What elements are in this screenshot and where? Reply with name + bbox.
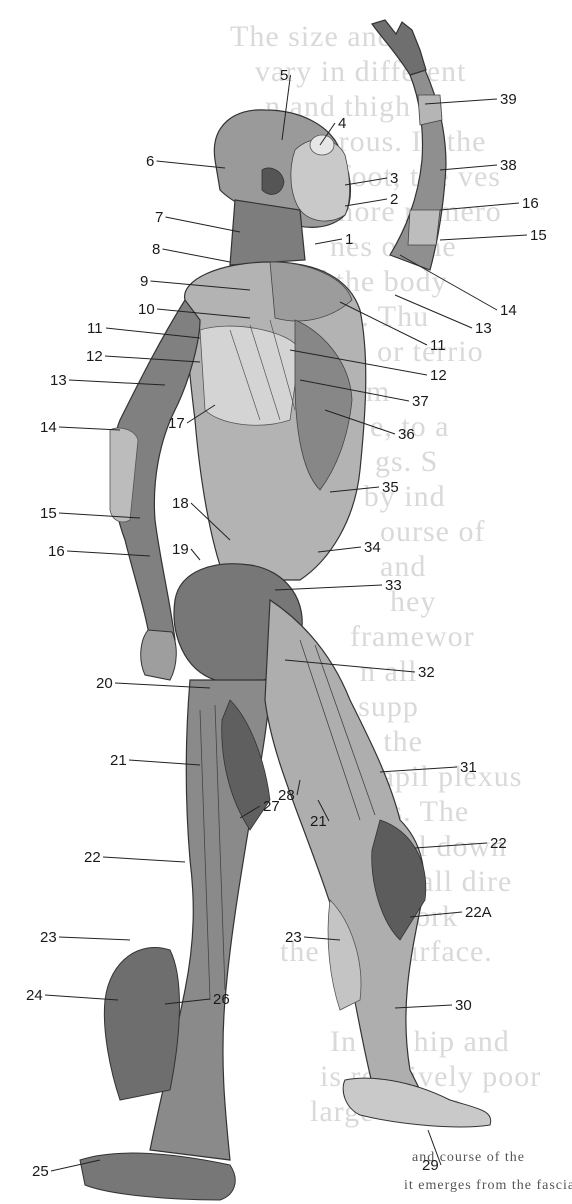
body-silhouette <box>80 20 491 1200</box>
label-14-left: 14 <box>40 419 57 436</box>
label-20: 20 <box>96 675 113 692</box>
label-25: 25 <box>32 1163 49 1180</box>
label-17: 17 <box>168 415 185 432</box>
label-32: 32 <box>418 664 435 681</box>
leader-line <box>345 178 387 185</box>
label-15-right: 15 <box>530 227 547 244</box>
leader-line <box>440 165 497 170</box>
leader-line <box>59 427 120 430</box>
label-22-right: 22 <box>490 835 507 852</box>
label-7: 7 <box>155 209 163 226</box>
label-21-right: 21 <box>310 813 327 830</box>
label-3: 3 <box>390 170 398 187</box>
label-28: 28 <box>278 787 295 804</box>
label-1: 1 <box>345 231 353 248</box>
leader-line <box>163 249 231 262</box>
label-5: 5 <box>280 67 288 84</box>
label-11-left: 11 <box>87 320 103 337</box>
label-16-right: 16 <box>522 195 539 212</box>
label-26: 26 <box>213 991 230 1008</box>
label-8: 8 <box>152 241 160 258</box>
leader-line <box>191 549 200 560</box>
label-12-left: 12 <box>86 348 103 365</box>
label-13-left: 13 <box>50 372 67 389</box>
leader-line <box>400 255 497 310</box>
label-24: 24 <box>26 987 43 1004</box>
label-39: 39 <box>500 91 517 108</box>
label-31: 31 <box>460 759 477 776</box>
label-21-left: 21 <box>110 752 127 769</box>
label-6: 6 <box>146 153 154 170</box>
leader-line <box>103 857 185 862</box>
label-15-left: 15 <box>40 505 57 522</box>
label-22-left: 22 <box>84 849 101 866</box>
label-13-right: 13 <box>475 320 492 337</box>
label-30: 30 <box>455 997 472 1014</box>
leader-line <box>315 239 342 244</box>
leader-line <box>157 161 226 168</box>
leader-line <box>440 203 519 210</box>
leader-line <box>166 217 241 232</box>
label-36: 36 <box>398 426 415 443</box>
leader-line <box>345 199 387 206</box>
label-38: 38 <box>500 157 517 174</box>
label-23-right: 23 <box>285 929 302 946</box>
label-18: 18 <box>172 495 189 512</box>
leader-line <box>59 937 130 940</box>
leader-line <box>380 767 457 772</box>
label-2: 2 <box>390 191 398 208</box>
label-9: 9 <box>140 273 148 290</box>
label-11-right: 11 <box>430 337 446 354</box>
label-12-right: 12 <box>430 367 447 384</box>
leader-line <box>395 295 472 328</box>
label-29: 29 <box>422 1157 439 1174</box>
label-19: 19 <box>172 541 189 558</box>
leader-line <box>440 235 527 240</box>
label-37: 37 <box>412 393 429 410</box>
label-14-right: 14 <box>500 302 517 319</box>
label-33: 33 <box>385 577 402 594</box>
label-16-left: 16 <box>48 543 65 560</box>
label-35: 35 <box>382 479 399 496</box>
label-4: 4 <box>338 115 346 132</box>
label-10: 10 <box>138 301 155 318</box>
label-22A: 22A <box>465 904 492 921</box>
leader-line <box>415 843 487 848</box>
label-34: 34 <box>364 539 381 556</box>
label-23-left: 23 <box>40 929 57 946</box>
